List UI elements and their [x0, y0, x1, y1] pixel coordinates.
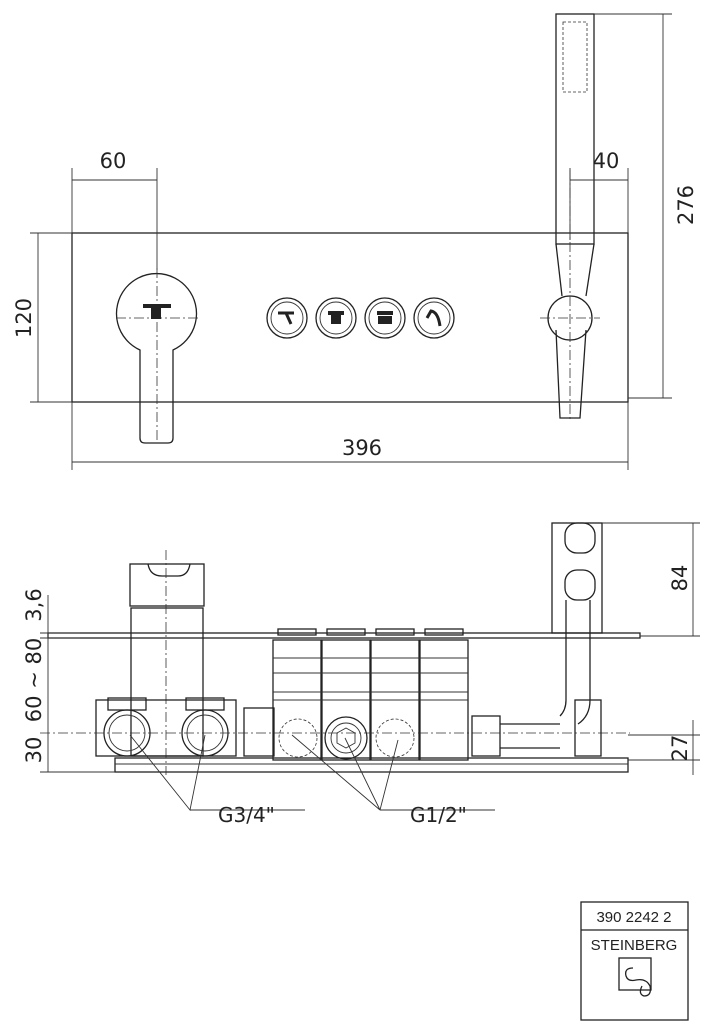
- outlet-connection-label: G1/2": [410, 803, 467, 827]
- dim-mixer-offset: 60: [100, 149, 127, 173]
- front-view: 60 40 120 276 396: [12, 13, 698, 470]
- dim-plate-height: 120: [12, 298, 36, 338]
- spout-icon[interactable]: [266, 297, 308, 339]
- article-number: 390 2242 2: [596, 909, 671, 926]
- function-buttons: [266, 297, 455, 339]
- brand-name: STEINBERG: [591, 937, 678, 954]
- dim-projection: 84: [668, 565, 692, 592]
- inlet-connection-label: G3/4": [218, 803, 275, 827]
- dim-shower-offset: 40: [593, 149, 620, 173]
- overhead-shower-icon[interactable]: [315, 297, 357, 339]
- diverter-valves: [272, 628, 469, 761]
- dim-total-height: 276: [674, 185, 698, 225]
- dim-axis-depth: 30: [22, 737, 46, 764]
- hand-shower-icon[interactable]: [413, 297, 455, 339]
- dimension-lines-front: [30, 13, 672, 470]
- cover-plate: [71, 232, 629, 403]
- shower-holder-side: [551, 522, 640, 757]
- dim-plate-thickness: 3,6: [22, 588, 46, 621]
- steinberg-logo-icon: [618, 957, 652, 997]
- dimension-lines-side: [40, 522, 700, 812]
- dim-install-depth: 60 ~ 80: [22, 638, 46, 722]
- side-view: 3,6 60 ~ 80 30 84 27 G3/4" G1/2": [22, 522, 700, 827]
- rain-shower-icon[interactable]: [364, 297, 406, 339]
- title-block: 390 2242 2 STEINBERG: [580, 901, 689, 1021]
- mixer-handle: [115, 268, 198, 444]
- dim-base-depth: 27: [668, 735, 692, 762]
- dim-plate-width: 396: [342, 436, 382, 460]
